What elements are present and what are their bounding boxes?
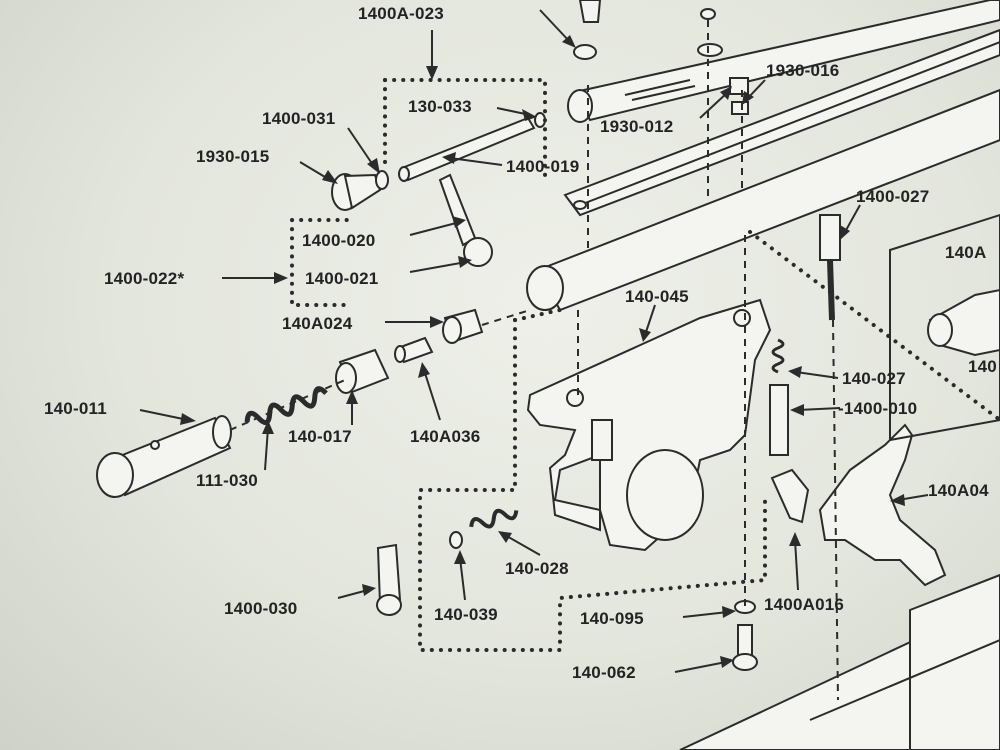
label-140a036: 140A036 xyxy=(410,427,481,446)
label-140-027: 140-027 xyxy=(842,369,906,388)
label-140-062: 140-062 xyxy=(572,663,636,682)
stock-frame xyxy=(679,573,1000,750)
part-1930-012 xyxy=(729,77,749,115)
spring-140-028 xyxy=(469,508,519,529)
ring-1400-031 xyxy=(375,170,389,190)
button-1930-015 xyxy=(331,173,382,211)
label-140-028: 140-028 xyxy=(505,559,569,578)
label-140-039: 140-039 xyxy=(434,605,498,624)
plunger-140-011 xyxy=(96,415,232,498)
part-140-039 xyxy=(449,531,463,549)
label-140-095: 140-095 xyxy=(580,609,644,628)
label-140-partial: 140 xyxy=(968,357,997,376)
trigger-housing xyxy=(526,298,772,552)
lever-1400-020 xyxy=(438,173,493,267)
label-1400-021: 1400-021 xyxy=(305,269,379,288)
label-130-033: 130-033 xyxy=(408,97,472,116)
label-140-017: 140-017 xyxy=(288,427,352,446)
label-1930-012: 1930-012 xyxy=(600,117,674,136)
label-1400-010: -1400-010 xyxy=(838,399,918,418)
label-1400a016: 1400A016 xyxy=(764,595,845,614)
screw-140-062 xyxy=(732,624,758,671)
label-1400-020: 1400-020 xyxy=(302,231,376,250)
right-assembly xyxy=(889,213,1000,442)
cup-140-017 xyxy=(335,348,390,394)
leader-lines xyxy=(139,9,929,673)
label-140a-partial: 140A xyxy=(945,243,987,262)
label-140a024: 140A024 xyxy=(282,314,353,333)
barrel-tube xyxy=(567,0,1000,123)
trigger xyxy=(818,423,947,587)
screw-top xyxy=(573,0,716,60)
spring-111-030 xyxy=(244,386,328,425)
label-1400-031: 1400-031 xyxy=(262,109,336,128)
label-1930-016: 1930-016 xyxy=(766,61,840,80)
pin-1400-030 xyxy=(376,543,402,616)
label-1400-022: 1400-022* xyxy=(104,269,185,288)
part-1400a016 xyxy=(770,468,810,524)
receiver-rail xyxy=(563,28,1000,217)
pin-1400-010 xyxy=(769,384,789,456)
label-140a04: 140A04 xyxy=(928,481,989,500)
pin-1400-019 xyxy=(398,116,536,182)
label-111-030: 111-030 xyxy=(196,471,258,490)
label-1400a-023: 1400A-023 xyxy=(358,4,444,23)
label-140-045: 140-045 xyxy=(625,287,689,306)
bolt-1400-027 xyxy=(819,214,841,321)
group-box-1400a-023 xyxy=(383,78,547,177)
label-1400-019: 1400-019 xyxy=(506,157,580,176)
label-140-011: 140-011 xyxy=(44,399,107,418)
part-140a024 xyxy=(442,308,484,344)
label-1400-030: 1400-030 xyxy=(224,599,298,618)
label-1400-027: 1400-027 xyxy=(856,187,930,206)
spring-140-027 xyxy=(771,338,785,374)
label-1930-015: 1930-015 xyxy=(196,147,270,166)
part-140a036 xyxy=(394,336,434,364)
pump-tube xyxy=(526,88,1000,312)
group-box-1400-022 xyxy=(290,218,352,307)
